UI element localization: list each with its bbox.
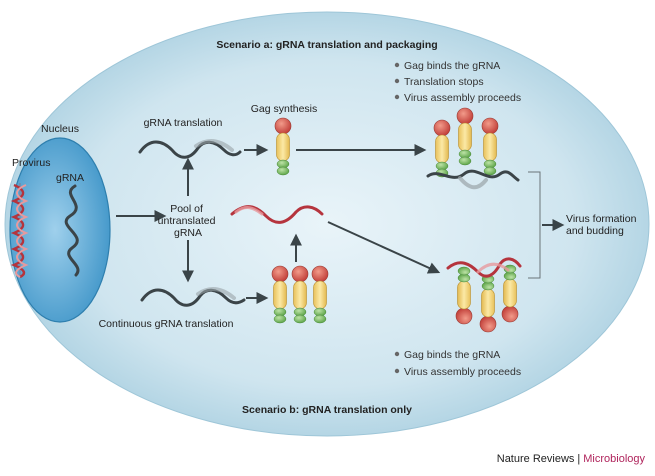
nuclear-grna-icon bbox=[64, 184, 80, 277]
assembly-b-complex bbox=[446, 257, 522, 333]
scenario-a-title: Scenario a: gRNA translation and packagi… bbox=[216, 39, 437, 51]
virus-formation-line-2: and budding bbox=[566, 225, 624, 237]
continuous-translation-strand-icon bbox=[140, 288, 246, 307]
arrow-grna-to-assembly-b bbox=[327, 221, 441, 274]
ribosome-strand-icon bbox=[194, 139, 234, 152]
scenario-a-bullet-1: Gag binds the gRNA bbox=[404, 60, 500, 72]
pool-label: Pool of untranslated gRNA bbox=[158, 203, 219, 239]
pool-label-line-2: untranslated bbox=[158, 215, 216, 227]
assembly-a-complex bbox=[426, 107, 520, 190]
pool-label-line-3: gRNA bbox=[174, 227, 202, 239]
scenario-a-bullet-2: Translation stops bbox=[404, 76, 484, 88]
nucleus-ellipse bbox=[9, 137, 111, 323]
scenario-a-bullet-3: Virus assembly proceeds bbox=[404, 92, 521, 104]
continuous-translation-label: Continuous gRNA translation bbox=[99, 318, 234, 330]
gag-synthesis-label: Gag synthesis bbox=[251, 103, 318, 115]
scenario-b-bullet-2: Virus assembly proceeds bbox=[404, 366, 521, 378]
provirus-dna-icon bbox=[10, 183, 29, 279]
journal-credit: Nature Reviews|Microbiology bbox=[497, 453, 645, 465]
convergence-bracket bbox=[528, 171, 541, 279]
grna-translation-strand-icon bbox=[138, 140, 242, 159]
journal-name: Nature Reviews bbox=[496, 453, 575, 465]
journal-section: Microbiology bbox=[583, 453, 645, 465]
scenario-b-title: Scenario b: gRNA translation only bbox=[242, 404, 412, 416]
journal-separator: | bbox=[577, 453, 581, 465]
grna-translation-label: gRNA translation bbox=[144, 117, 223, 129]
virus-formation-label: Virus formation and budding bbox=[566, 213, 639, 237]
pool-label-line-1: Pool of bbox=[170, 203, 203, 215]
scenario-b-bullet-1: Gag binds the gRNA bbox=[404, 349, 500, 361]
scenario-b-bullets: Gag binds the gRNA Virus assembly procee… bbox=[394, 349, 521, 378]
nucleus-label: Nucleus bbox=[41, 123, 79, 135]
gag-group-b bbox=[271, 265, 329, 324]
grna-label: gRNA bbox=[56, 172, 84, 184]
virus-formation-line-1: Virus formation bbox=[566, 213, 637, 225]
provirus-label: Provirus bbox=[12, 157, 51, 169]
scenario-a-bullets: Gag binds the gRNA Translation stops Vir… bbox=[394, 60, 521, 104]
